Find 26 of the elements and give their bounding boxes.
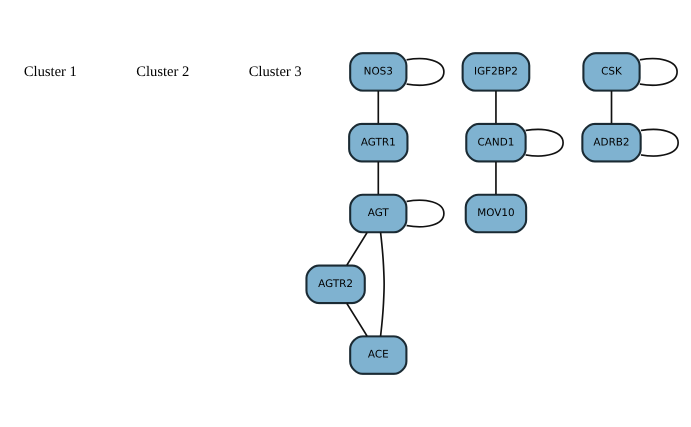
connector xyxy=(380,232,385,336)
connector xyxy=(346,232,368,266)
node-box: CAND1 xyxy=(465,122,527,162)
connector xyxy=(377,162,380,194)
connector xyxy=(640,58,678,86)
node-box: AGTR2 xyxy=(305,264,366,304)
label: Cluster 2 xyxy=(136,64,190,80)
connector xyxy=(610,91,612,124)
connector xyxy=(640,128,679,157)
connector xyxy=(377,91,380,124)
node-box: CSK xyxy=(582,52,641,92)
node-box: ACE xyxy=(349,335,408,375)
node-box: NOS3 xyxy=(349,52,408,92)
node-box: MOV10 xyxy=(464,194,528,234)
node-box: ADRB2 xyxy=(581,122,642,162)
connector xyxy=(406,199,445,228)
connector xyxy=(526,128,564,157)
node-box: AGTR1 xyxy=(348,122,408,162)
connector xyxy=(346,302,368,336)
label: Cluster 1 xyxy=(24,64,77,80)
connector xyxy=(495,162,497,194)
node-box: AGT xyxy=(349,194,408,234)
node-box: IGF2BP2 xyxy=(462,52,530,92)
connector xyxy=(495,91,497,124)
connector xyxy=(406,58,445,86)
label: Cluster 3 xyxy=(248,64,302,80)
